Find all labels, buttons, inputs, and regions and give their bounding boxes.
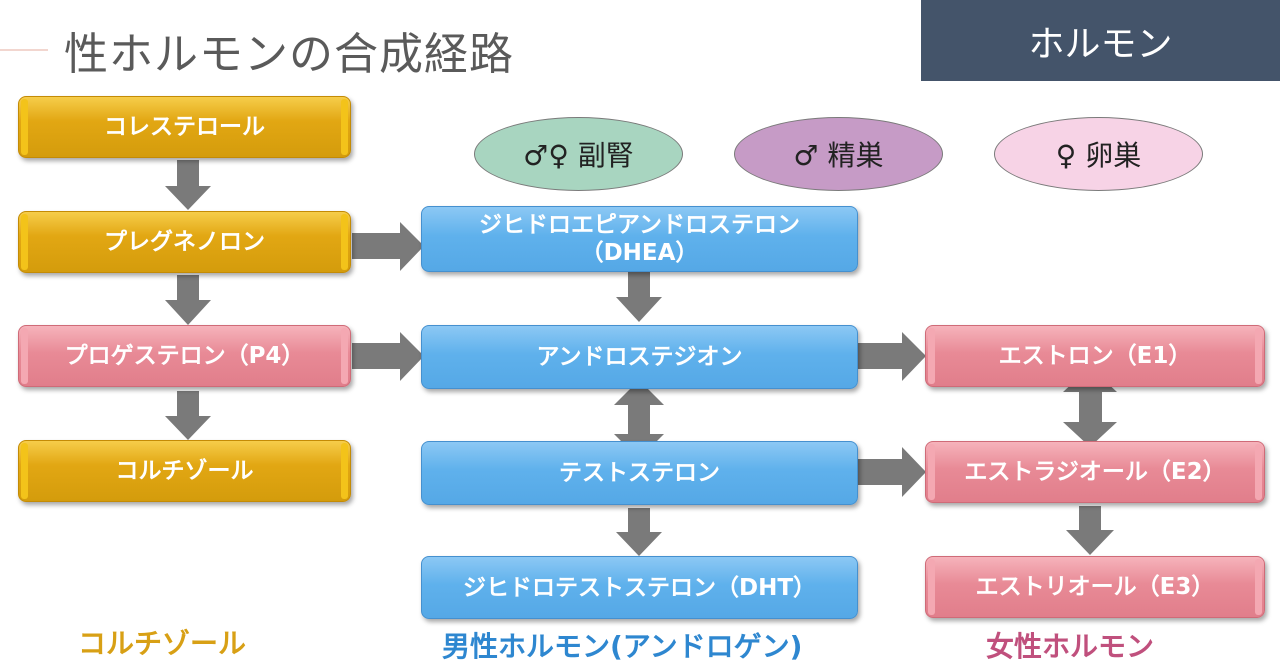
estradiol-box: エストラジオール（E2）: [925, 441, 1265, 503]
page-title: 性ホルモンの合成経路: [64, 29, 514, 80]
header-label: ホルモン: [921, 0, 1280, 81]
pregnenolone-label: プレグネノロン: [104, 229, 265, 255]
arrow-down-dhea: [616, 272, 662, 322]
dhea-label-line1: ジヒドロエピアンドロステロン: [478, 212, 801, 238]
androgen-footer: 男性ホルモン(アンドロゲン): [442, 630, 803, 663]
arrow-right-testosterone: [856, 447, 926, 497]
ovary-label: ♀ 卵巣: [1055, 139, 1142, 172]
estrogen-footer: 女性ホルモン: [986, 630, 1155, 663]
testosterone-box: テストステロン: [421, 441, 858, 505]
arrow-down-testosterone: [616, 508, 662, 556]
estriol-label: エストリオール（E3）: [975, 574, 1215, 600]
dht-box: ジヒドロテストステロン（DHT）: [421, 556, 858, 619]
arrow-right-androstenedione: [856, 332, 926, 381]
cholesterol-label: コレステロール: [104, 114, 265, 140]
ovary-oval: ♀ 卵巣: [994, 117, 1203, 191]
estriol-box: エストリオール（E3）: [925, 556, 1265, 618]
arrow-down-pregnenolone: [165, 275, 211, 325]
estrone-box: エストロン（E1）: [925, 325, 1265, 387]
dhea-box: ジヒドロエピアンドロステロン （DHEA）: [421, 206, 858, 272]
androstenedione-box: アンドロステジオン: [421, 325, 858, 389]
estrone-label: エストロン（E1）: [998, 343, 1192, 369]
testosterone-label: テストステロン: [559, 460, 720, 486]
testis-label: ♂ 精巣: [793, 139, 884, 172]
arrow-updown-e1-e2: [1063, 367, 1117, 447]
progesterone-label: プロゲステロン（P4）: [64, 343, 305, 369]
arrow-down-cholesterol: [165, 160, 211, 210]
progesterone-box: プロゲステロン（P4）: [18, 325, 351, 387]
estradiol-label: エストラジオール（E2）: [964, 459, 1226, 485]
arrow-updown-andro-testo: [614, 380, 664, 459]
dht-label: ジヒドロテストステロン（DHT）: [462, 574, 817, 601]
testis-oval: ♂ 精巣: [734, 117, 943, 191]
adrenal-oval: ♂♀ 副腎: [474, 117, 683, 191]
arrow-down-progesterone: [165, 391, 211, 440]
arrow-right-pregnenolone: [352, 222, 424, 271]
androstenedione-label: アンドロステジオン: [536, 344, 743, 370]
pregnenolone-box: プレグネノロン: [18, 211, 351, 273]
arrow-right-progesterone: [352, 332, 424, 381]
adrenal-label: ♂♀ 副腎: [523, 139, 634, 172]
cholesterol-box: コレステロール: [18, 96, 351, 158]
cortisol-footer: コルチゾール: [78, 627, 247, 660]
cortisol-box: コルチゾール: [18, 440, 351, 502]
dhea-label-line2: （DHEA）: [580, 240, 699, 266]
cortisol-label: コルチゾール: [115, 458, 254, 484]
arrow-down-estradiol: [1066, 506, 1114, 555]
title-accent-line: [0, 49, 48, 51]
